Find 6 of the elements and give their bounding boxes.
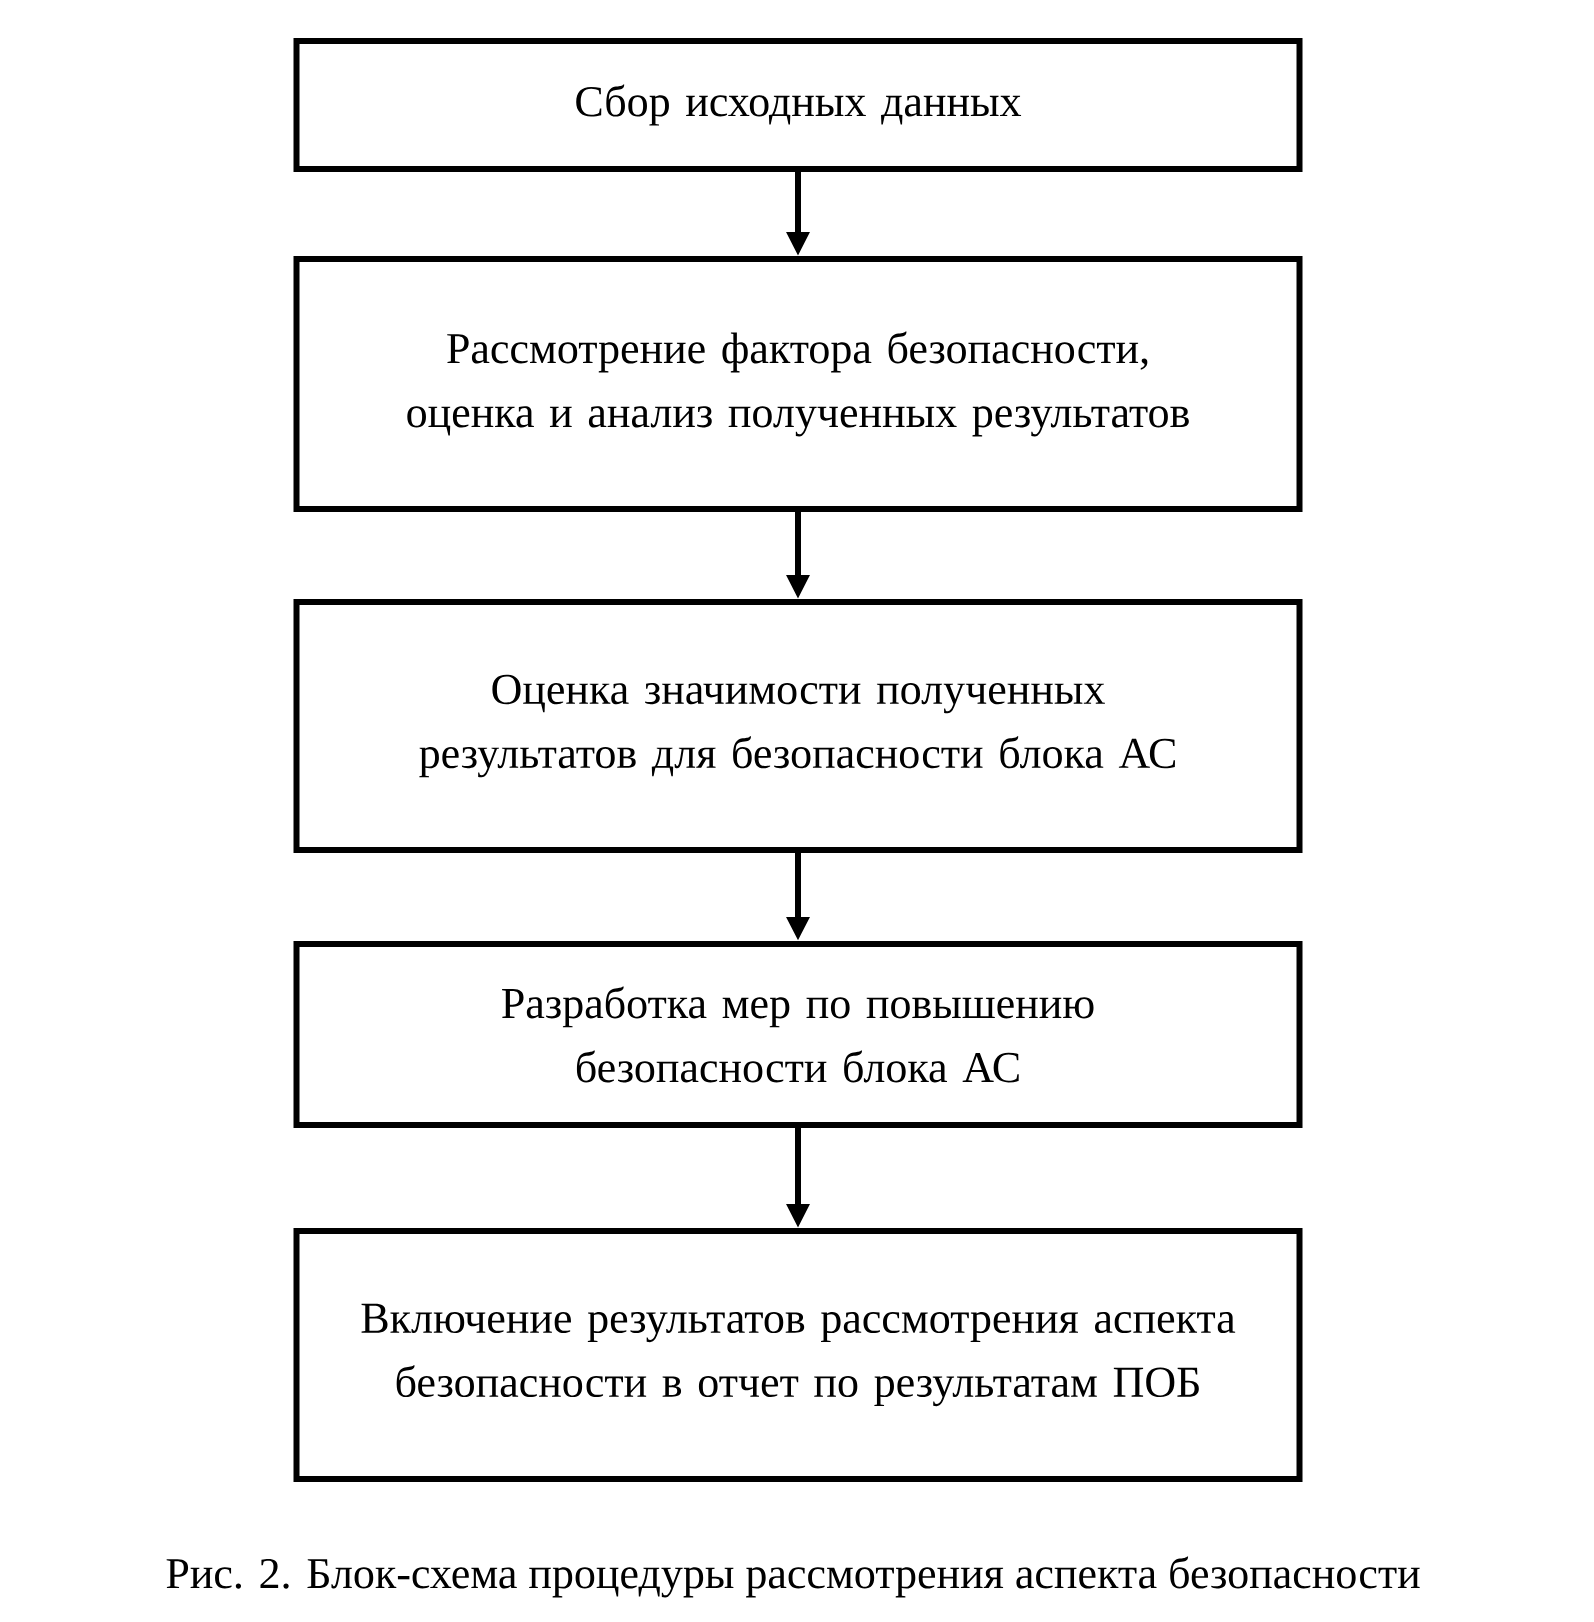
process-box: Разработка мер по повышению безопасности блока АС xyxy=(293,940,1303,1128)
process-box: Сбор исходных данных xyxy=(293,38,1303,172)
process-box: Оценка значимости полученных результатов для безопасности блока АС xyxy=(293,599,1303,853)
process-box: Включение результатов рассмотрения аспекта безопасности в отчет по результатам ПОБ xyxy=(293,1228,1303,1482)
caption: Рис. 2. Блок-схема процедуры рассмотрения аспекта безопасности xyxy=(166,1556,1420,1598)
process-box: Рассмотрение фактора безопасности, оценка и анализ полученных результатов xyxy=(293,256,1303,512)
